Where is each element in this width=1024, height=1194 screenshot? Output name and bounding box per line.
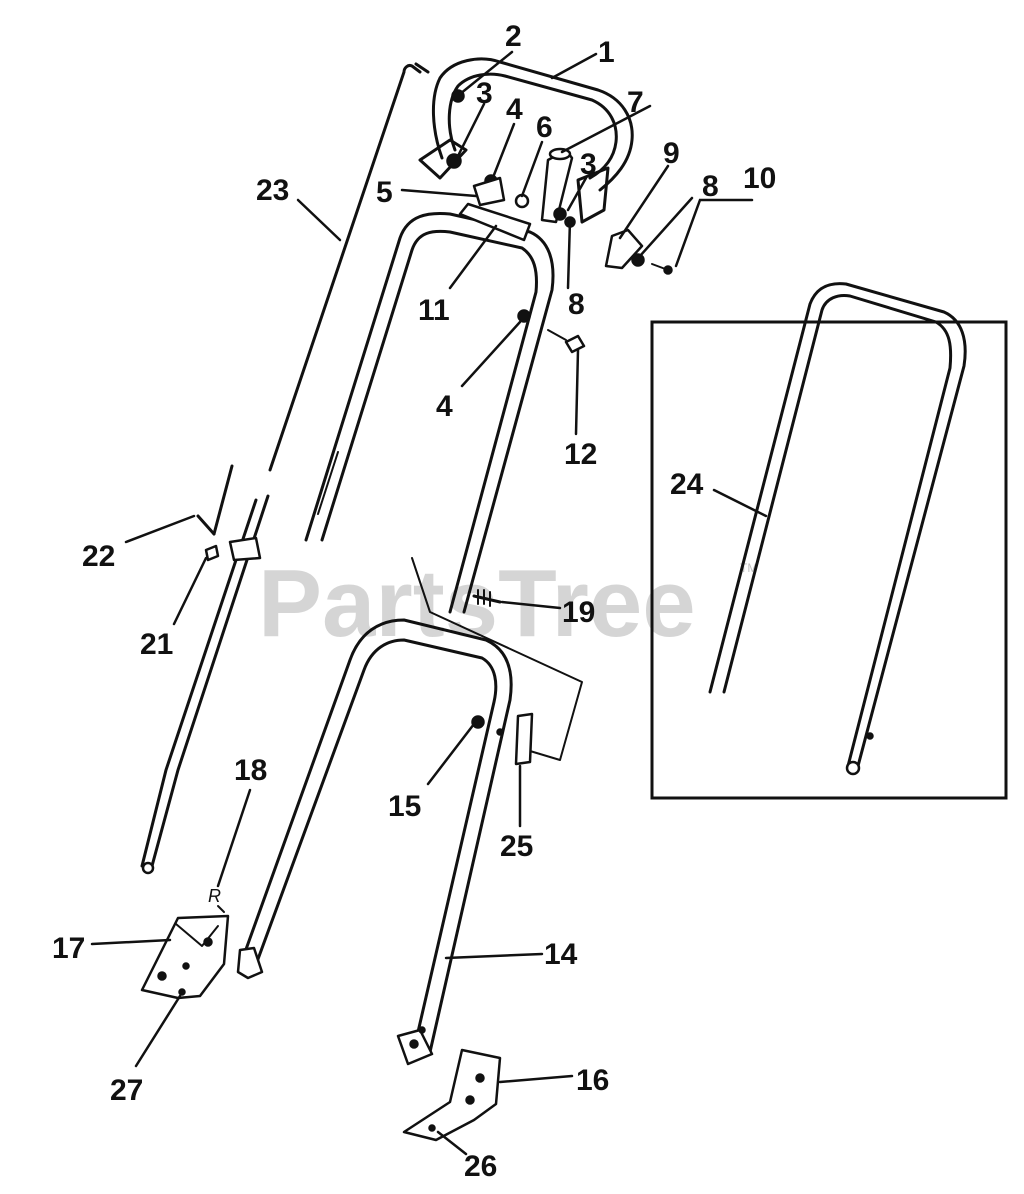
callout-1: 1 [598, 36, 615, 69]
callout-22: 22 [82, 540, 115, 573]
callout-23: 23 [256, 174, 289, 207]
callout-3: 3 [476, 77, 493, 110]
callout-16: 16 [576, 1064, 609, 1097]
callout-18: 18 [234, 754, 267, 787]
callout-15: 15 [388, 790, 421, 823]
right-bracket [402, 1048, 502, 1142]
callout-10: 10 [743, 162, 776, 195]
control-rod [268, 62, 430, 472]
callout-7: 7 [627, 86, 644, 119]
leader-lines [90, 50, 768, 1156]
callout-17: 17 [52, 932, 85, 965]
callout-27: 27 [110, 1074, 143, 1107]
callout-12: 12 [564, 438, 597, 471]
callout-11: 11 [418, 294, 450, 327]
callout-26: 26 [464, 1150, 497, 1183]
left-bracket [140, 905, 230, 1000]
callout-6: 6 [536, 111, 553, 144]
callout-19: 19 [562, 596, 595, 629]
callout-21: 21 [140, 628, 173, 661]
callout-14: 14 [544, 938, 578, 971]
callout-8-right: 8 [702, 170, 719, 203]
callout-5: 5 [376, 176, 393, 209]
callout-2: 2 [505, 20, 522, 53]
handwritten-mark: R [208, 886, 221, 906]
callout-labels: 1 2 3 4 6 7 3 5 9 8 10 8 23 11 4 12 22 2… [52, 20, 776, 1183]
alternate-handle [708, 282, 967, 776]
callout-3-right: 3 [580, 148, 597, 181]
bail-lever [196, 464, 234, 562]
callout-25: 25 [500, 830, 533, 863]
inset-frame [650, 320, 1008, 800]
callout-24: 24 [670, 468, 704, 501]
control-rod-lower [140, 494, 270, 875]
callout-9: 9 [663, 137, 680, 170]
decal-panel [411, 557, 583, 761]
callout-4-middle: 4 [436, 390, 453, 423]
callout-8: 8 [568, 288, 585, 321]
callout-4: 4 [506, 93, 523, 126]
lower-handle [236, 618, 534, 1066]
